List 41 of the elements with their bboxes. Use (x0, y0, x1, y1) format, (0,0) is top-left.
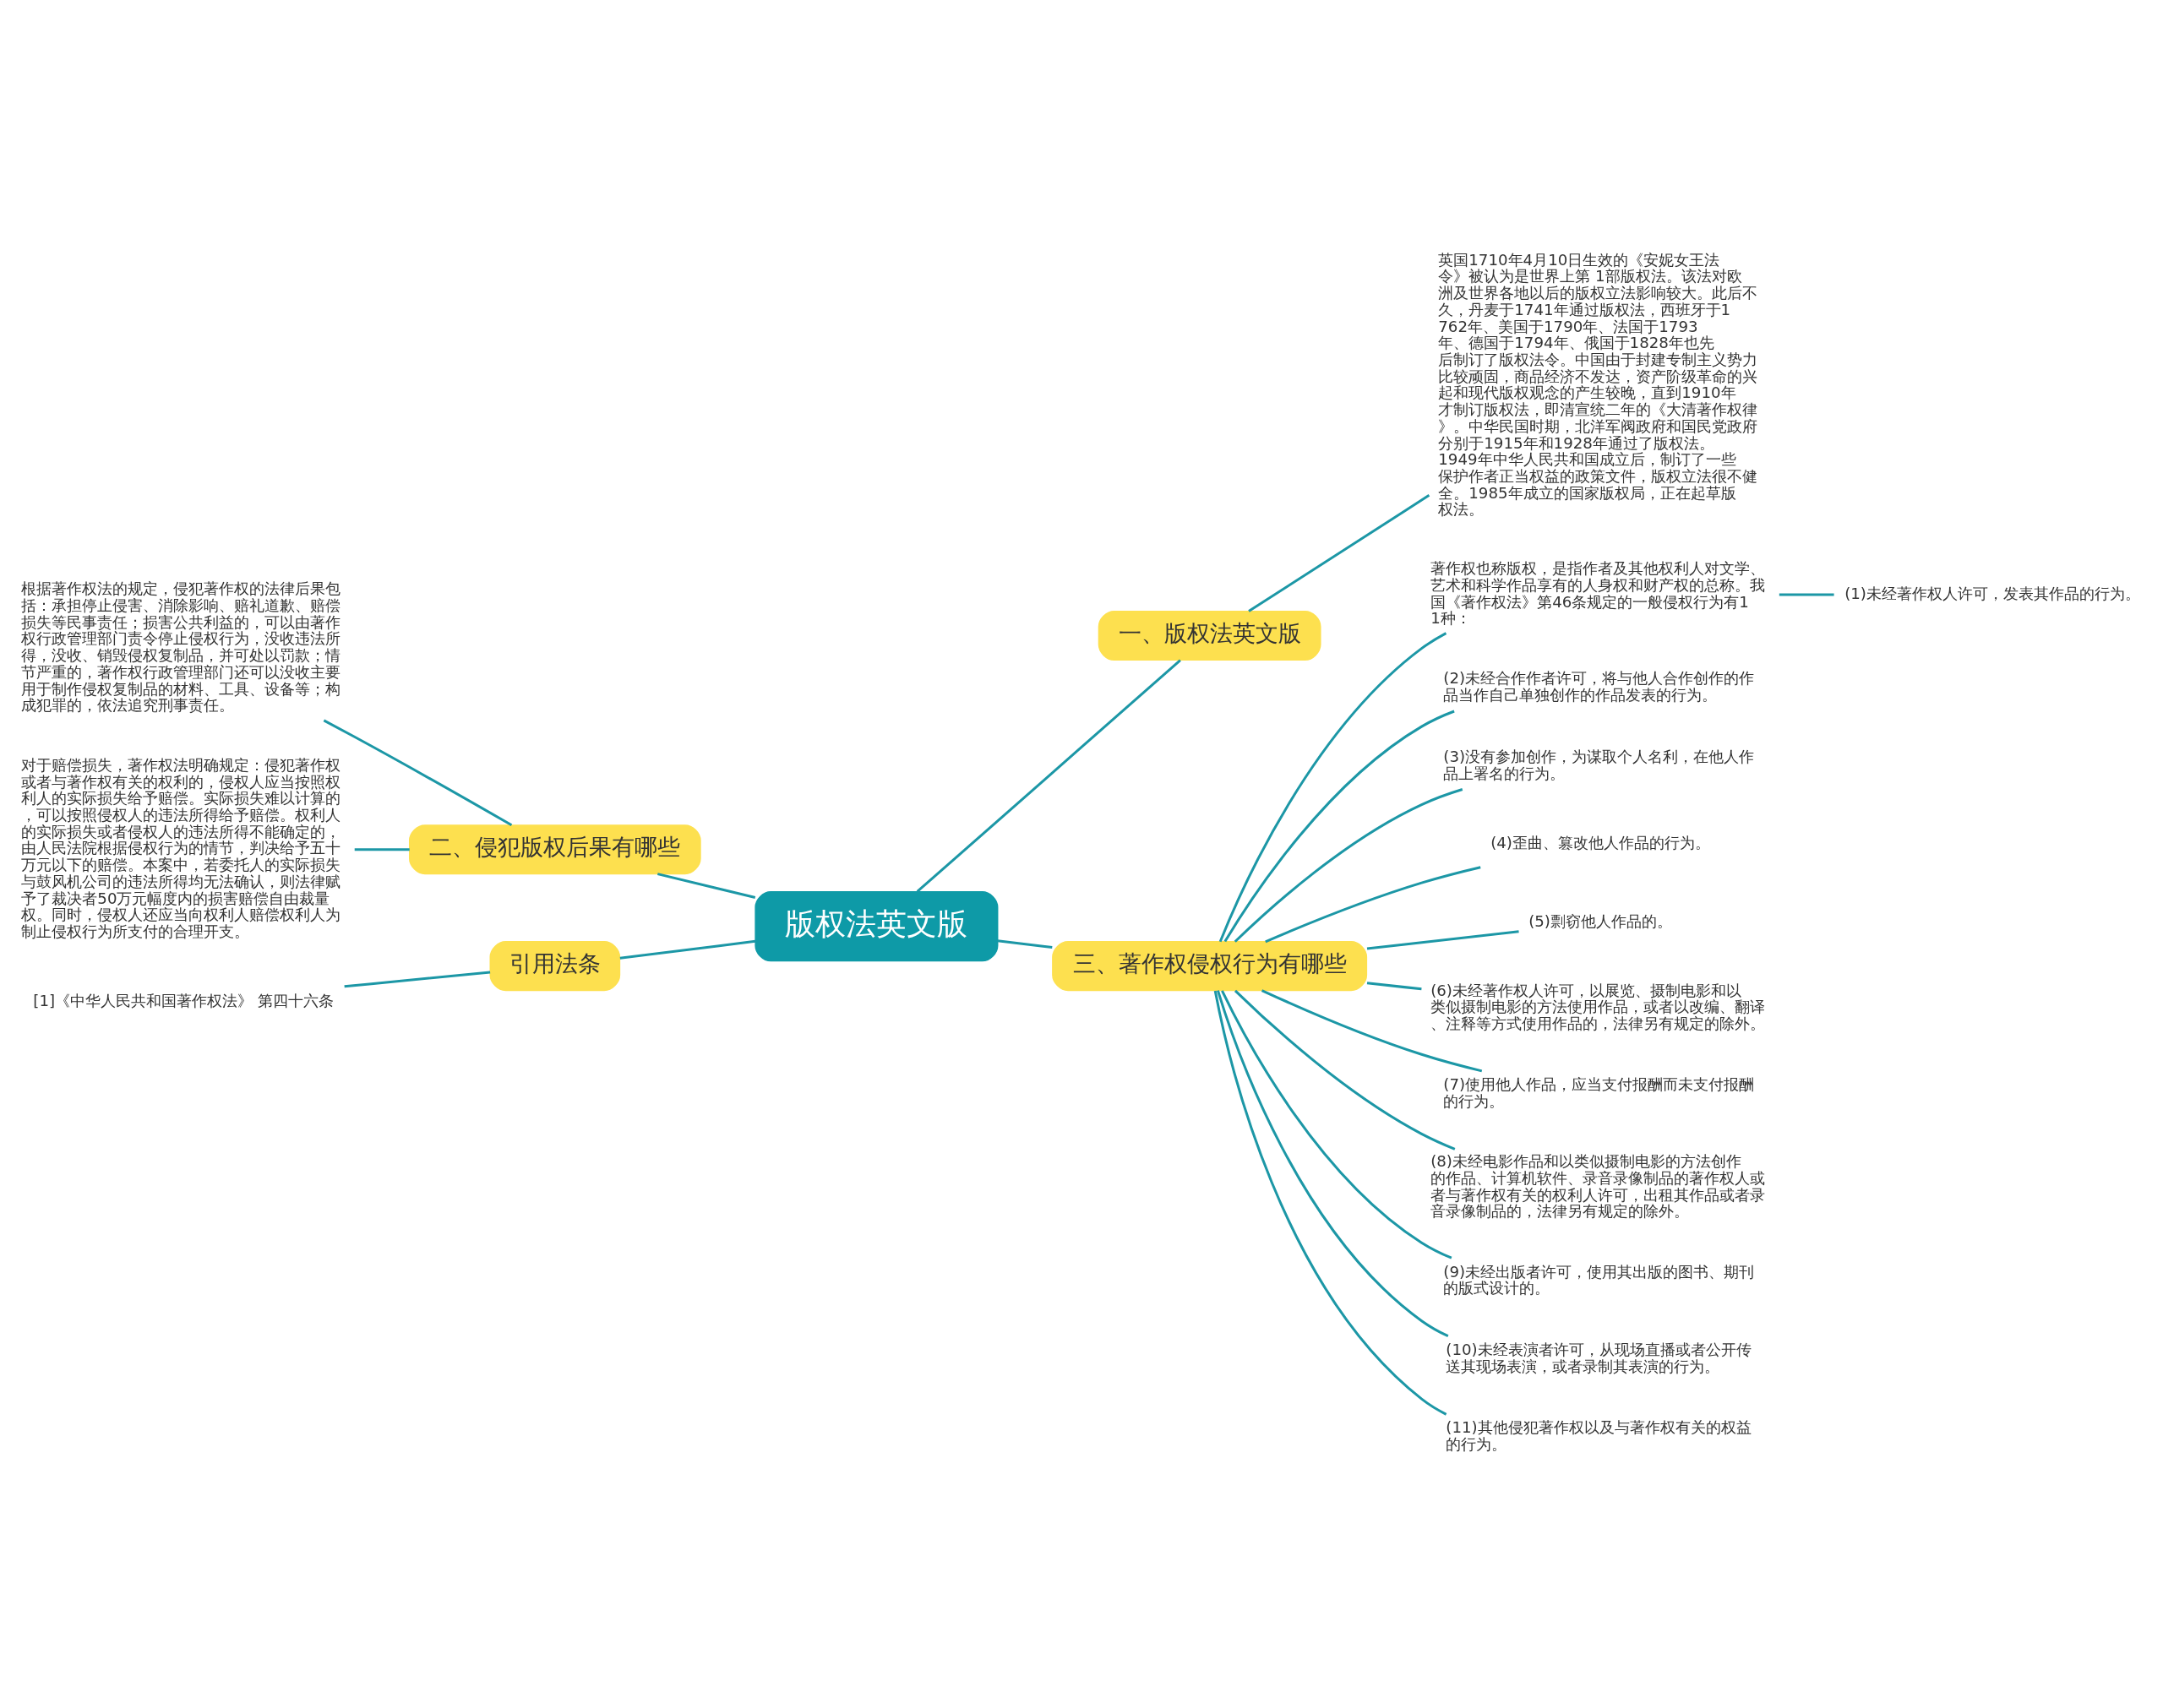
node-text: (1)未经著作权人许可，发表其作品的行为。 (1844, 584, 2140, 602)
node-text: (8)未经电影作品和以类似摄制电影的方法创作的作品、计算机软件、录音录像制品的著作权人或者与著作权有关的权利人许可，出租其作品或者录音录像制品的，法律另有规定的除外。 (1430, 1152, 1766, 1221)
connector (1223, 710, 1455, 943)
node-text: (9)未经出版者许可，使用其出版的图书、期刊的版式设计的。 (1443, 1262, 1755, 1297)
node-text: (2)未经合作作者许可，将与他人合作创作的作品当作自己单独创作的作品发表的行为。 (1443, 669, 1755, 704)
connector (344, 971, 491, 988)
node-box: 一、版权法英文版 (1098, 610, 1321, 661)
connector (1779, 593, 1834, 596)
node-text: (3)没有参加创作，为谋取个人名利，在他人作品上署名的行为。 (1443, 747, 1755, 782)
connector (997, 939, 1053, 949)
connector (1265, 866, 1481, 944)
connector (619, 939, 756, 960)
node-text: (11)其他侵犯著作权以及与著作权有关的权益的行为。 (1446, 1418, 1752, 1454)
connector (354, 848, 410, 851)
node-text: (4)歪曲、篡改他人作品的行为。 (1490, 834, 1710, 852)
node-box: 二、侵犯版权后果有哪些 (409, 824, 701, 875)
node-text: (5)剽窃他人作品的。 (1528, 911, 1672, 930)
connector (1366, 982, 1422, 991)
connector (1366, 930, 1519, 950)
connector (1216, 990, 1449, 1337)
connector (1221, 990, 1452, 1259)
connector (323, 719, 513, 827)
connector (1234, 788, 1463, 943)
connector (916, 659, 1181, 893)
node-text: 著作权也称版权，是指作者及其他权利人对文学、艺术和科学作品享有的人身权和财产权的总称。我国《著作权法》第46条规定的一般侵权行为有11种： (1430, 559, 1766, 628)
node-box: 版权法英文版 (755, 890, 999, 962)
connector (1248, 494, 1430, 612)
node-text: 英国1710年4月10日生效的《安妮女王法令》被认为是世界上第 1部版权法。该法对欧洲及世界各地以后的版权立法影响较大。此后不久，丹麦于1741年通过版权法，西班牙于1762年、美国于1790年、法国于1793年、德国于1794年、俄国于1828年也先后制订了版权法令。中国由于封建专制主义势力比较顽固，商品经济不发达，资产阶级革命的兴起和现代版权观念的产生较晚，直到1910年才制订版权法，即清宣统二年的《大清著作权律》。中华民国时期，北洋军阀政府和国民党政府分别于1915年和1928年通过了版权法。1949年中华人民共和国成立后，制订了一些保护作者正当权益的政策文件，版权立法很不健全。1985年成立的国家版权局，正在起草版权法。 (1438, 250, 1758, 519)
node-text: (6)未经著作权人许可，以展览、摄制电影和以类似摄制电影的方法使用作品，或者以改编、翻译、注释等方式使用作品的，法律另有规定的除外。 (1430, 981, 1766, 1033)
connector (1234, 989, 1456, 1150)
node-box: 三、著作权侵权行为有哪些 (1052, 941, 1368, 992)
node-text: (7)使用他人作品，应当支付报酬而未支付报酬的行为。 (1443, 1075, 1755, 1110)
connector (1261, 989, 1483, 1073)
node-text: 对于赔偿损失，著作权法明确规定：侵犯著作权或者与著作权有关的权利的，侵权人应当按照权利人的实际损失给予赔偿。实际损失难以计算的，可以按照侵权人的违法所得给予赔偿。权利人的实际损失或者侵权人的违法所得不能确定的，由人民法院根据侵权行为的情节，判决给予五十万元以下的赔偿。本案中，若委托人的实际损失与鼓风机公司的违法所得均无法确认，则法律赋予了裁决者50万元幅度内的损害赔偿自由裁量权。同时，侵权人还应当向权利人赔偿权利人为制止侵权行为所支付的合理开支。 (21, 755, 341, 940)
connector (1218, 632, 1447, 943)
node-box: 引用法条 (489, 941, 621, 992)
connector (657, 873, 756, 899)
connector (1213, 990, 1447, 1416)
node-text: (10)未经表演者许可，从现场直播或者公开传送其现场表演，或者录制其表演的行为。 (1446, 1341, 1752, 1375)
node-text: [1]《中华人民共和国著作权法》 第四十六条 (33, 991, 334, 1009)
node-text: 根据著作权法的规定，侵犯著作权的法律后果包括：承担停止侵害、消除影响、赔礼道歉、赔偿损失等民事责任；损害公共利益的，可以由著作权行政管理部门责令停止侵权行为，没收违法所得，没收、销毁侵权复制品，并可处以罚款；情节严重的，著作权行政管理部门还可以没收主要用于制作侵权复制品的材料、工具、设备等；构成犯罪的，依法追究刑事责任。 (21, 579, 341, 715)
